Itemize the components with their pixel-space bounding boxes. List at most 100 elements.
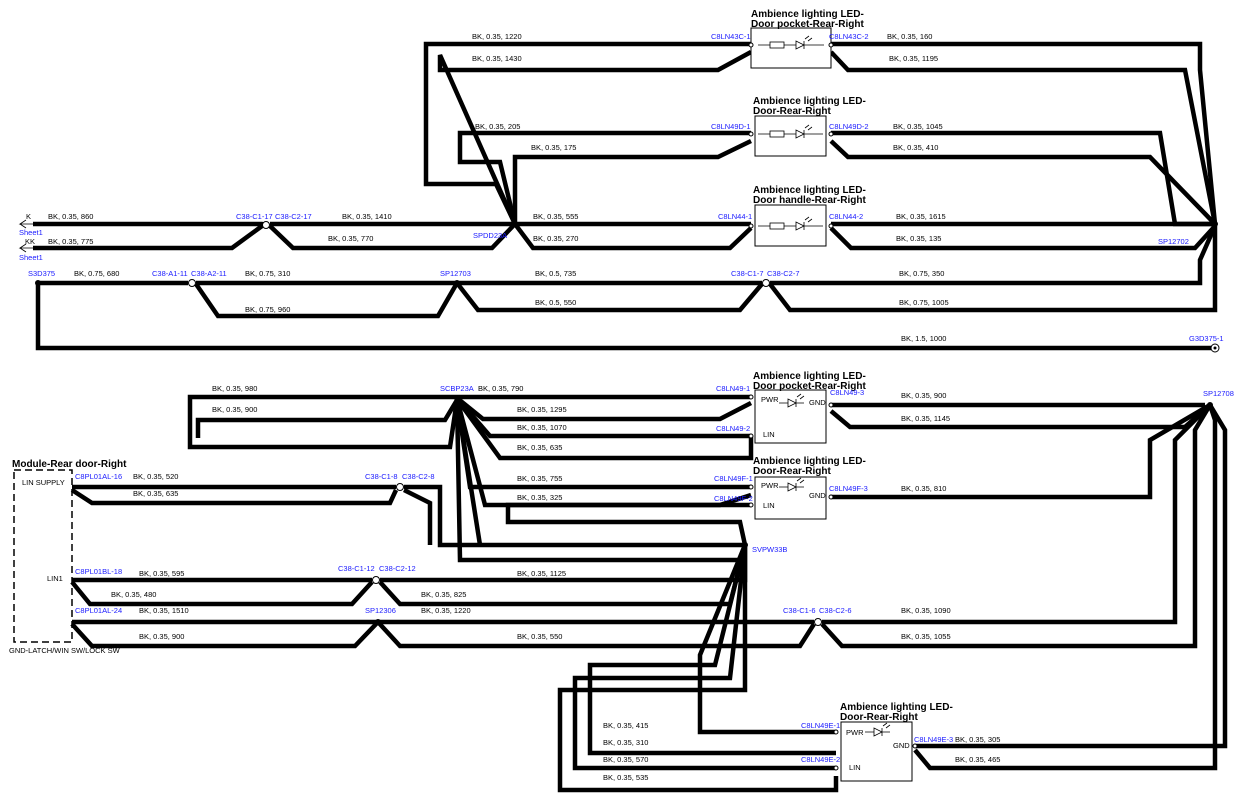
wire-label: BK, 0.35, 900 — [139, 632, 184, 641]
pin-label: C38-C2-17 — [275, 212, 312, 221]
wire-label: BK, 0.35, 415 — [603, 721, 648, 730]
pin-label: C8LN49-2 — [716, 424, 750, 433]
wire — [822, 403, 1212, 625]
pwr-label: PWR — [761, 395, 779, 404]
wire — [831, 41, 1218, 225]
sheet-signal-label: K — [26, 212, 31, 221]
component-title: Ambience lighting LED- — [753, 371, 866, 382]
pin-label: C38-C2-8 — [402, 472, 435, 481]
wire-label: BK, 0.35, 980 — [212, 384, 257, 393]
wire — [455, 281, 764, 313]
wire — [454, 398, 748, 563]
wire — [404, 484, 745, 548]
pin-label: C38-C1-7 — [731, 269, 764, 278]
inline-connectors — [18, 219, 1220, 626]
pin-icon — [912, 743, 918, 749]
pin-label: C38-A2-11 — [191, 269, 227, 278]
wire — [194, 281, 459, 319]
splice-label: SP12703 — [440, 269, 471, 278]
component-title: Door pocket-Rear-Right — [751, 19, 864, 30]
pin-icon — [828, 402, 834, 408]
pin-label: C8LN44-1 — [718, 212, 752, 221]
component-title: Ambience lighting LED- — [753, 96, 866, 107]
splice-label: SP12708 — [1203, 389, 1234, 398]
wire — [35, 283, 1215, 351]
led-icon — [779, 393, 805, 408]
pin-icon — [828, 223, 834, 229]
pin-label: C38-C1-6 — [783, 606, 816, 615]
sheet-arrow-icon — [18, 243, 33, 253]
led-icon — [865, 722, 891, 737]
component-box — [750, 27, 832, 69]
wire-label: BK, 0.35, 465 — [955, 755, 1000, 764]
led-icon — [758, 124, 823, 139]
pwr-label: PWR — [846, 728, 864, 737]
splice-dot — [375, 619, 381, 625]
pin-icon — [748, 502, 754, 508]
wire-label: BK, 0.35, 755 — [517, 474, 562, 483]
sheet-ref-link: Sheet1 — [19, 253, 43, 262]
wire-label: BK, 0.35, 860 — [48, 212, 93, 221]
wire-label: BK, 0.35, 1220 — [472, 32, 522, 41]
pin-label: C8LN49E-2 — [801, 755, 840, 764]
wire — [829, 403, 1212, 430]
wire-label: BK, 0.35, 325 — [517, 493, 562, 502]
wire-label: BK, 0.35, 1045 — [893, 122, 943, 131]
wire — [70, 580, 374, 607]
led-icon — [758, 35, 824, 50]
pin-label: C8LN49D-2 — [829, 122, 869, 131]
pin-label: C8LN49D-1 — [711, 122, 751, 131]
sheet-references: K Sheet1 KK Sheet1 — [19, 212, 43, 262]
pin-label: C38-C2-6 — [819, 606, 852, 615]
connector-icon — [262, 221, 270, 229]
pin-label: C8PL01AL-16 — [75, 472, 122, 481]
wire — [455, 396, 753, 422]
ground-icon-center — [1213, 346, 1217, 350]
wire-label: BK, 0.35, 535 — [603, 773, 648, 782]
wire — [587, 544, 836, 756]
pin-label: C8PL01BL-18 — [75, 567, 122, 576]
pin-label: C38-C2-7 — [767, 269, 800, 278]
bottom-wires — [70, 394, 1228, 793]
pin-icon — [748, 131, 754, 137]
component-led-door-lin — [748, 476, 834, 520]
gnd-label: GND — [809, 398, 826, 407]
pin-icon — [748, 433, 754, 439]
wire-label: BK, 0.35, 1055 — [901, 632, 951, 641]
component-led-door-handle — [748, 204, 834, 247]
component-title: Door pocket-Rear-Right — [753, 381, 866, 392]
wire-label: BK, 0.35, 790 — [478, 384, 523, 393]
wire — [829, 224, 1217, 251]
wire — [770, 225, 1218, 286]
wire-label: BK, 0.35, 825 — [421, 590, 466, 599]
component-box — [754, 204, 827, 247]
wire — [768, 226, 1218, 313]
component-title: Ambience lighting LED- — [840, 702, 953, 713]
connector-icon — [188, 279, 196, 287]
pin-label: C8LN49E-3 — [914, 735, 953, 744]
wire — [457, 130, 751, 225]
wire — [557, 545, 839, 793]
wire-label: BK, 0.35, 550 — [517, 632, 562, 641]
splice-label: SVPW33B — [752, 545, 787, 554]
component-title: Ambience lighting LED- — [753, 185, 866, 196]
wire-label: BK, 0.35, 480 — [111, 590, 156, 599]
pwr-label: PWR — [761, 481, 779, 490]
lin-label: LIN — [849, 763, 861, 772]
pin-label: C8LN43C-2 — [829, 32, 869, 41]
wire — [915, 403, 1228, 749]
sheet-ref-link: Sheet1 — [19, 228, 43, 237]
module-rear-door: Module-Rear door-Right LIN SUPPLY LIN1 G… — [9, 459, 127, 655]
component-led-door-pocket-lin — [748, 389, 834, 444]
wire-label: BK, 0.35, 270 — [533, 234, 578, 243]
splice-label: SP12702 — [1158, 237, 1189, 246]
pin-label: C8LN49F-3 — [829, 484, 868, 493]
wire — [831, 130, 1215, 227]
module-pin-label: GND-LATCH/WIN SW/LOCK SW — [9, 646, 121, 655]
wire-label: BK, 0.35, 810 — [901, 484, 946, 493]
pin-label: C8LN49-3 — [830, 388, 864, 397]
splice-dot — [35, 280, 41, 286]
wire-label: BK, 0.35, 1510 — [139, 606, 189, 615]
wire — [697, 544, 836, 735]
connector-icon — [762, 279, 770, 287]
